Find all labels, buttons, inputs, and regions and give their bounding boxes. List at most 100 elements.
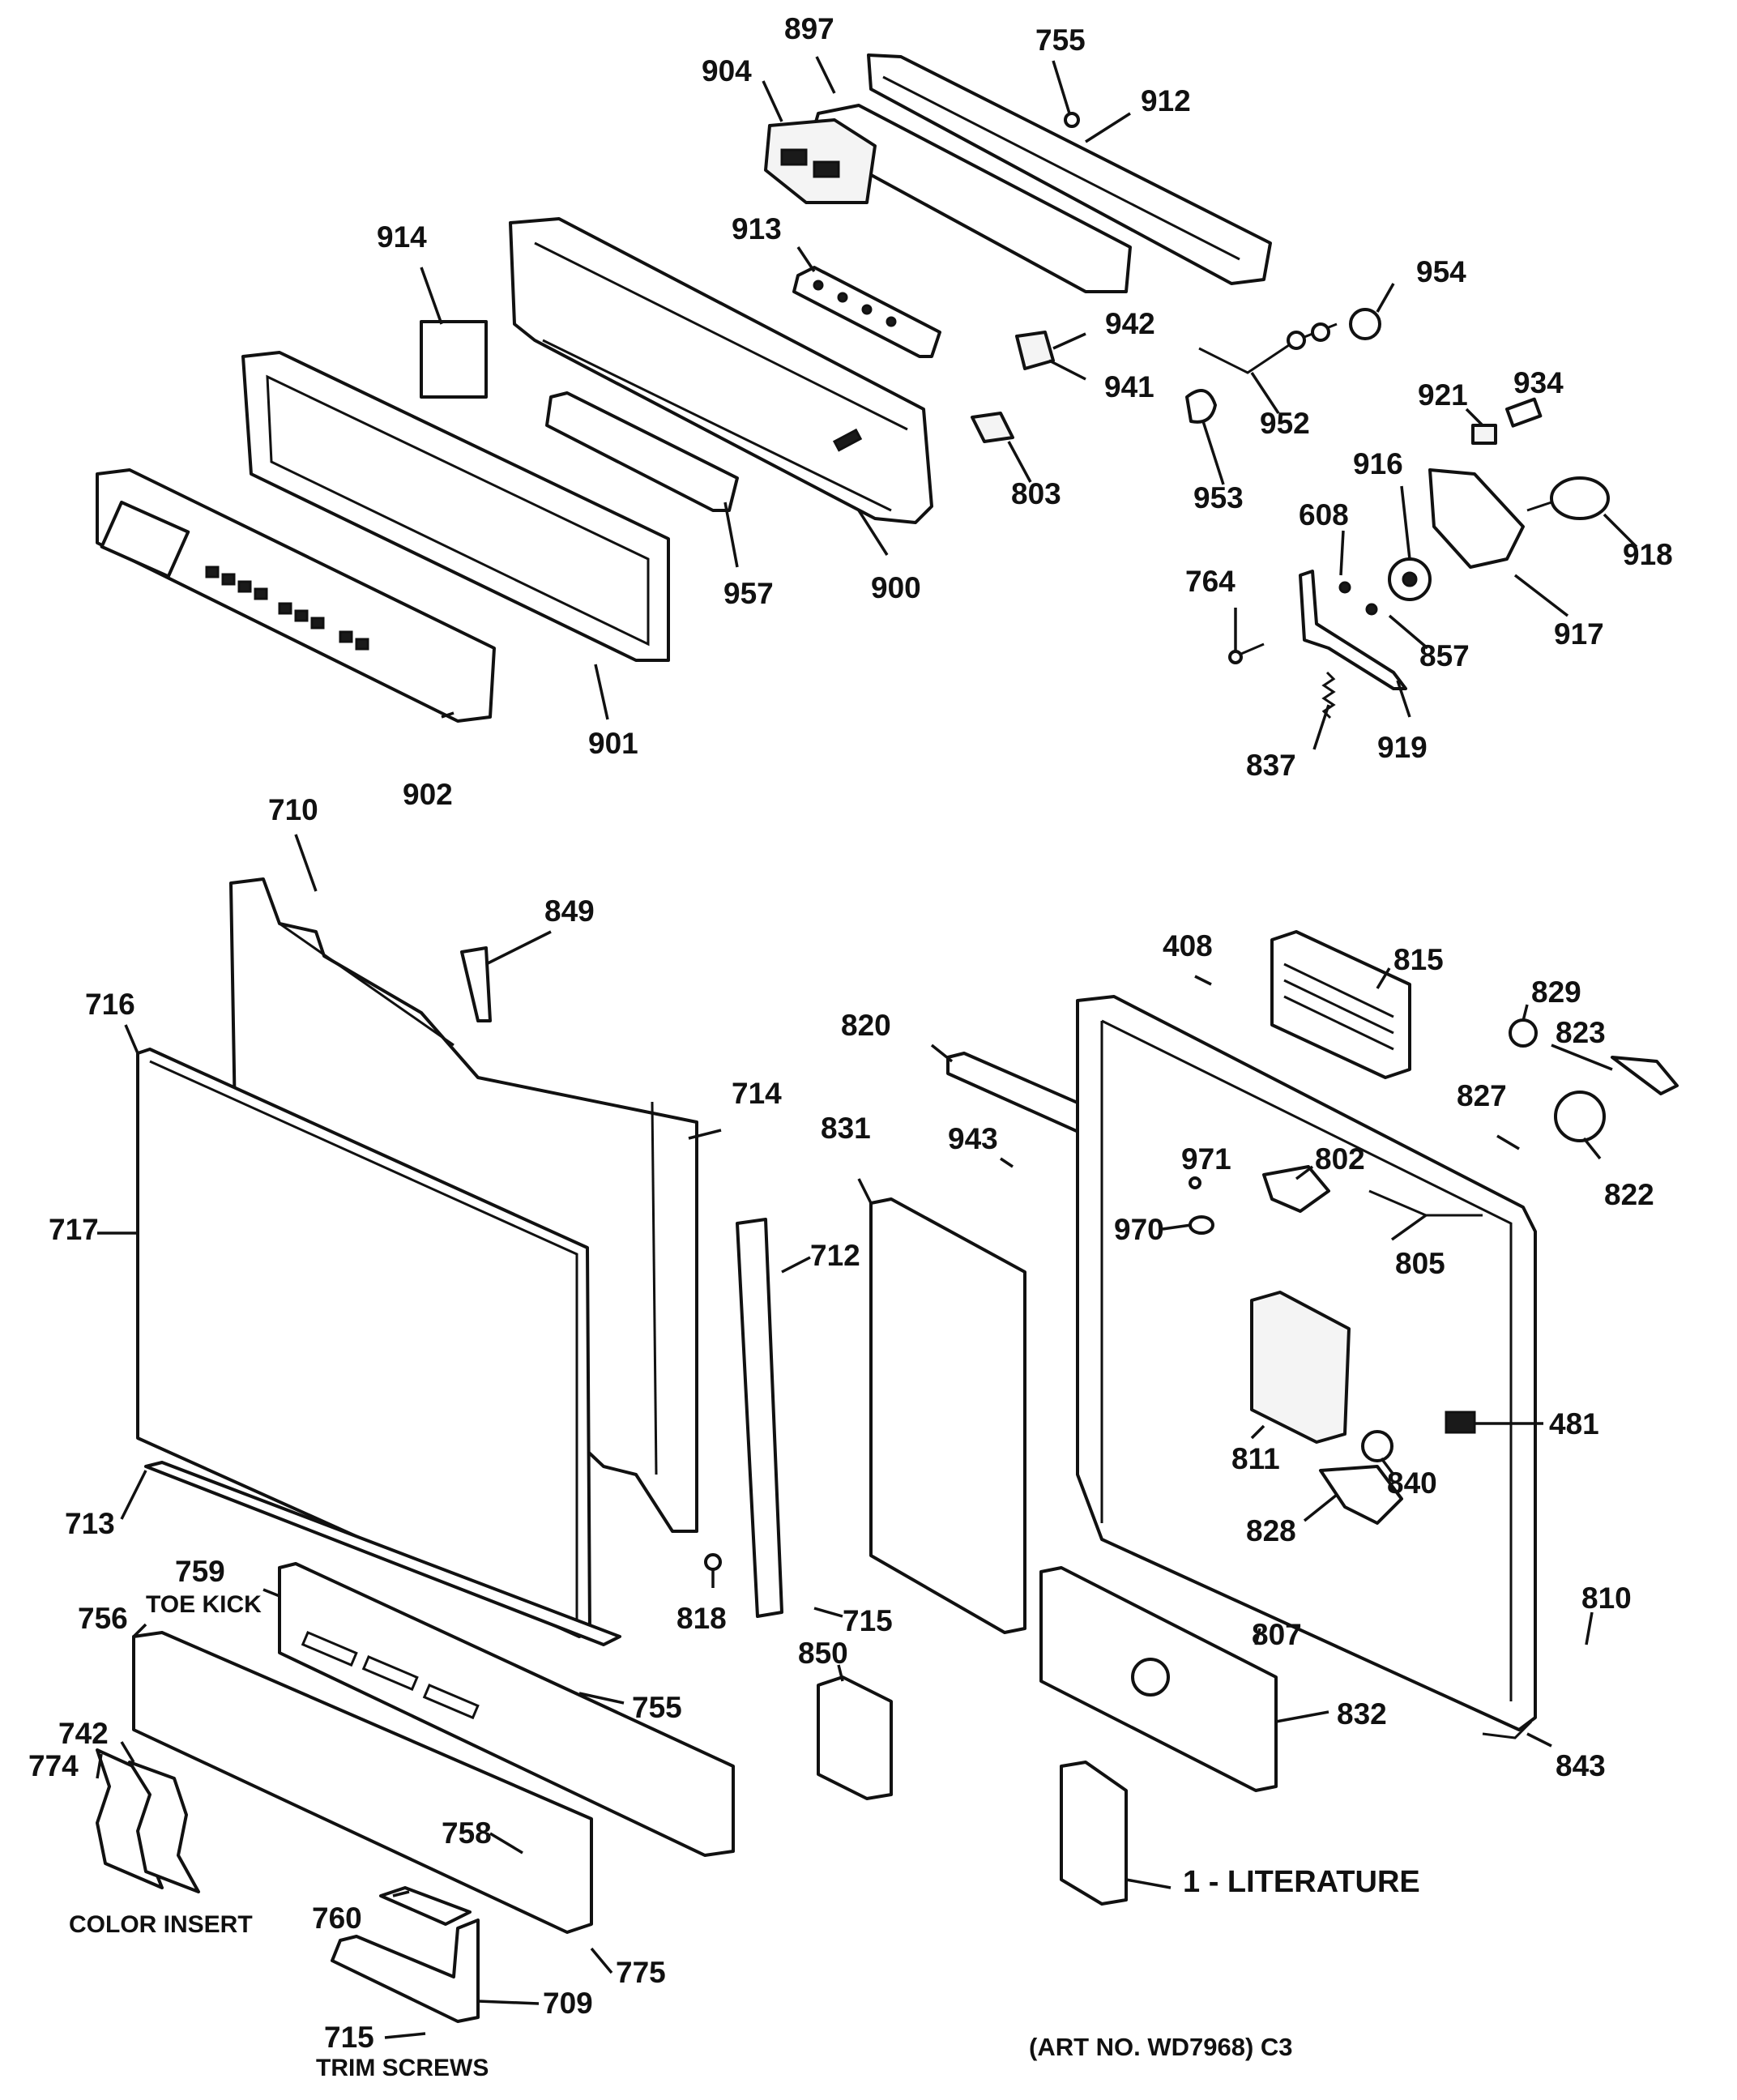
label-970: 970 — [1114, 1213, 1164, 1246]
label-832: 832 — [1337, 1697, 1387, 1731]
label-712: 712 — [810, 1239, 860, 1272]
label-827: 827 — [1457, 1079, 1507, 1112]
label-828: 828 — [1246, 1514, 1296, 1547]
label-913: 913 — [732, 212, 782, 245]
label-943: 943 — [948, 1122, 998, 1155]
part-957-strip — [545, 391, 739, 512]
label-710: 710 — [268, 793, 318, 826]
part-901-housing — [241, 351, 670, 662]
part-921-switch — [1471, 424, 1497, 445]
label-717: 717 — [49, 1213, 99, 1246]
label-811: 811 — [1231, 1442, 1280, 1475]
caption-trim-screws: TRIM SCREWS — [316, 2055, 489, 2081]
label-802: 802 — [1315, 1142, 1365, 1176]
label-934: 934 — [1513, 366, 1564, 399]
label-902: 902 — [403, 778, 453, 811]
label-850: 850 — [798, 1637, 848, 1670]
label-954: 954 — [1416, 255, 1466, 288]
label-810: 810 — [1581, 1581, 1632, 1615]
label-918: 918 — [1623, 538, 1673, 571]
label-756: 756 — [78, 1602, 128, 1635]
part-755-screw — [1064, 112, 1080, 128]
part-953-clip — [1185, 389, 1217, 424]
part-831-panel — [869, 1197, 1026, 1634]
label-715: 715 — [843, 1604, 893, 1637]
part-811-dispenser — [1250, 1291, 1351, 1444]
label-818: 818 — [676, 1602, 727, 1635]
label-916: 916 — [1353, 447, 1403, 480]
part-815-vent — [1270, 930, 1411, 1079]
label-829: 829 — [1531, 975, 1581, 1009]
part-971-screw — [1189, 1176, 1201, 1189]
caption-art-number: (ART NO. WD7968) C3 — [1029, 2033, 1293, 2061]
part-934-label — [1505, 397, 1543, 428]
part-900-console-frame — [509, 217, 933, 524]
part-481-label — [1445, 1411, 1476, 1434]
label-815: 815 — [1393, 943, 1444, 976]
part-713-trim — [144, 1461, 621, 1646]
label-901: 901 — [588, 727, 638, 760]
label-481: 481 — [1549, 1407, 1599, 1441]
part-818-washer — [704, 1553, 722, 1571]
label-608: 608 — [1299, 498, 1349, 531]
label-408: 408 — [1163, 929, 1213, 962]
part-912-channel — [867, 53, 1272, 285]
label-941: 941 — [1104, 370, 1154, 403]
label-807: 807 — [1252, 1618, 1302, 1651]
label-843: 843 — [1556, 1749, 1606, 1782]
part-828-latch — [1319, 1465, 1403, 1525]
label-837: 837 — [1246, 749, 1296, 782]
label-764: 764 — [1185, 565, 1236, 598]
label-904: 904 — [702, 54, 752, 88]
label-805: 805 — [1395, 1247, 1445, 1280]
label-758: 758 — [442, 1816, 492, 1850]
part-840-cap — [1361, 1430, 1393, 1462]
part-803-switch — [971, 412, 1014, 443]
part-850-bracket — [817, 1675, 893, 1800]
label-715-lower: 715 — [324, 2021, 374, 2054]
label-755: 755 — [1035, 23, 1086, 57]
part-914-plate — [420, 320, 488, 399]
part-918-motor — [1550, 476, 1610, 520]
label-820: 820 — [841, 1009, 891, 1042]
label-857: 857 — [1419, 639, 1470, 672]
label-709: 709 — [543, 1987, 593, 2020]
part-954-cap — [1349, 308, 1381, 340]
caption-toe-kick: TOE KICK — [146, 1591, 262, 1618]
leader-lines — [96, 56, 1638, 2039]
label-921: 921 — [1418, 378, 1468, 412]
part-802-latch — [1262, 1165, 1330, 1213]
label-942: 942 — [1105, 307, 1155, 340]
label-952: 952 — [1260, 407, 1310, 440]
caption-literature: 1 - LITERATURE — [1183, 1865, 1420, 1899]
part-849-bracket — [460, 946, 492, 1022]
part-709-bracket — [331, 1919, 480, 2023]
label-900: 900 — [871, 571, 921, 604]
label-957: 957 — [723, 577, 774, 610]
caption-color-insert: COLOR INSERT — [69, 1911, 253, 1938]
part-829-knob — [1509, 1018, 1538, 1048]
part-970-bushing — [1189, 1215, 1214, 1235]
label-831: 831 — [821, 1112, 871, 1145]
label-953: 953 — [1193, 481, 1244, 514]
label-714: 714 — [732, 1077, 782, 1110]
label-897: 897 — [784, 12, 834, 45]
label-840: 840 — [1387, 1466, 1437, 1500]
label-849: 849 — [544, 894, 595, 928]
label-742: 742 — [58, 1717, 109, 1750]
label-713: 713 — [65, 1507, 115, 1540]
label-774: 774 — [28, 1749, 79, 1782]
label-716: 716 — [85, 988, 135, 1021]
label-971: 971 — [1181, 1142, 1231, 1176]
label-760: 760 — [312, 1902, 362, 1935]
label-917: 917 — [1554, 617, 1604, 651]
label-803: 803 — [1011, 477, 1061, 510]
part-756-kickplate — [132, 1631, 593, 1934]
literature-envelope — [1060, 1761, 1128, 1906]
part-759-toe-kick — [278, 1562, 735, 1857]
label-755-lower: 755 — [632, 1691, 682, 1724]
part-742-color-insert — [128, 1761, 200, 1893]
part-712-channel — [736, 1218, 783, 1618]
label-759: 759 — [175, 1555, 225, 1588]
part-823-handle — [1611, 1056, 1679, 1095]
